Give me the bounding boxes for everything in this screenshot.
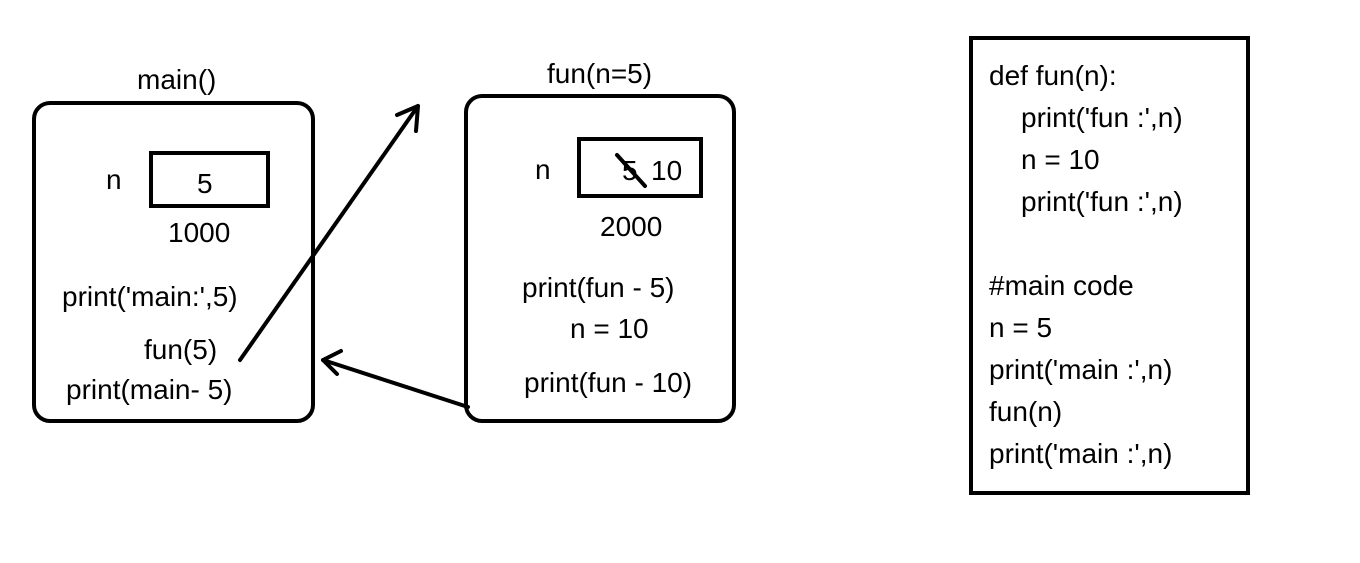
code-line-8: fun(n) [989, 396, 1063, 427]
call-arrow [238, 104, 420, 362]
code-line-5: #main code [989, 270, 1134, 301]
fun-var-new-value: 10 [651, 155, 683, 186]
fun-var-name: n [535, 154, 551, 185]
main-frame-title: main() [137, 64, 217, 95]
main-line-print-2: print(main- 5) [66, 374, 233, 405]
code-panel [969, 36, 1250, 495]
code-line-2: print('fun :',n) [1021, 102, 1183, 133]
main-var-value: 5 [197, 168, 213, 199]
fun-frame [464, 94, 736, 423]
code-line-3: n = 10 [1021, 144, 1100, 175]
fun-line-print-2: print(fun - 10) [524, 367, 693, 398]
main-var-address: 1000 [168, 217, 231, 248]
fun-var-address: 2000 [600, 211, 663, 242]
code-line-9: print('main :',n) [989, 438, 1173, 469]
return-arrow-head [321, 349, 343, 376]
main-var-box [149, 151, 270, 208]
fun-frame-title: fun(n=5) [547, 58, 653, 89]
fun-line-assign: n = 10 [570, 313, 649, 344]
code-line-4: print('fun :',n) [1021, 186, 1183, 217]
code-line-6: n = 5 [989, 312, 1053, 343]
main-var-name: n [106, 164, 122, 195]
code-line-7: print('main :',n) [989, 354, 1173, 385]
main-frame [32, 101, 315, 423]
code-line-1: def fun(n): [989, 60, 1117, 91]
fun-var-box [577, 137, 703, 198]
return-arrow [321, 358, 470, 409]
strike-old-value [615, 153, 647, 188]
main-line-call-fun: fun(5) [144, 334, 218, 365]
call-arrow-head [395, 104, 420, 133]
fun-line-print-1: print(fun - 5) [522, 272, 675, 303]
main-line-print-1: print('main:',5) [62, 281, 238, 312]
